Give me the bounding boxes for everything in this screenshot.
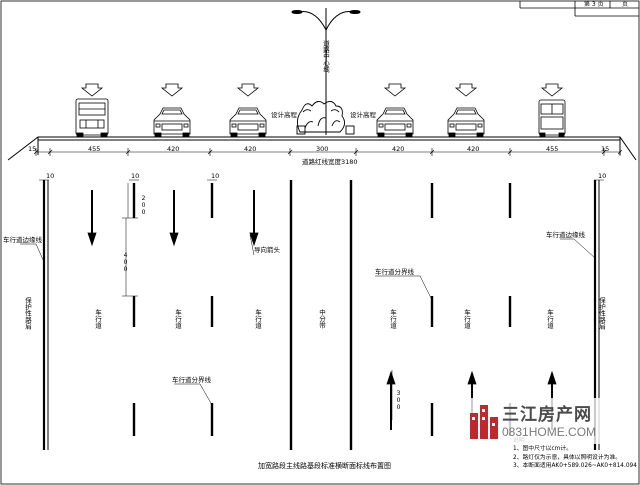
direction-arrow-icon [540,83,564,97]
dim-420-1: 420 [167,145,180,153]
direction-arrow-icon [236,83,260,97]
centerline-label: 道路中心线 [321,40,330,73]
dim-10-c: 10 [211,172,220,180]
dim-15-left: 15 [28,145,37,153]
total-width-label: 道路红线宽度3180 [302,158,358,166]
guide-arrow-label: 导向箭头 [254,246,280,254]
lane-label-3: 车行道 [253,309,262,329]
leader-edge-left [20,243,45,263]
watermark-logo-icon [470,405,498,439]
dim-420-4: 420 [467,145,480,153]
dim-455-right: 455 [546,145,559,153]
title-block-extra: 页 [622,1,629,8]
leader-edge-right [560,238,596,259]
bus-vehicle [538,99,566,138]
lane-divider-left-label: 车行道分界线 [172,376,211,384]
lane-label-2: 车行道 [173,309,182,329]
dimension-slash [507,149,513,155]
design-elevation-left: 设计高程 [271,111,297,119]
dim-10-b: 10 [131,172,140,180]
direction-indicators [80,83,564,97]
edge-line-left-label: 车行道边缘线 [3,236,42,244]
dim-400: 400 [122,252,129,273]
dimension-slash [125,149,131,155]
street-lamp [291,8,361,135]
watermark-url: 0831HOME.COM [502,425,597,439]
protect-strip-left: 保护性路肩 [23,297,32,330]
lane-label-6: 车行道 [545,309,554,329]
dimension-line [33,148,623,156]
dimension-slash [617,149,623,155]
dimension-slash [33,149,39,155]
lane-divider-right-label: 车行道分界线 [375,268,414,276]
note-2: 2、路灯仅为示意，具体以照明设计为准。 [513,454,622,461]
car-vehicle-1 [153,107,191,138]
lane-label-5: 车行道 [462,309,471,329]
dimension-slash [207,149,213,155]
direction-arrow-icon [454,83,478,97]
drawing-caption: 加宽路段主线路基段标准横断面标线布置图 [258,462,391,470]
median-shrubs [296,101,355,135]
lane-label-1: 车行道 [93,309,102,329]
down-arrow-icon-head [249,232,259,247]
leader-divider-right [375,275,433,301]
watermark-brand: 三江房产网 [502,405,592,425]
lane-label-4: 车行道 [388,309,397,329]
up-arrow-icon-head [386,370,396,385]
watermark: 三江房产网 0831HOME.COM [466,398,610,444]
dimension-slash [47,149,53,155]
dim-300-arrow: 300 [395,390,402,411]
design-elevation-right: 设计高程 [350,111,376,119]
road-cross-section [7,136,637,161]
car-vehicle-3 [376,107,414,138]
down-arrow-icon-head [87,232,97,247]
dim-10-a: 10 [46,172,55,180]
dim-420-2: 420 [244,145,257,153]
vehicles [75,98,566,138]
dimension-slash [287,149,293,155]
up-arrow-icon-head [467,370,477,385]
direction-arrow-icon [80,83,104,97]
note-3: 3、本断面适用AK0+589.026~AK0+814.094 [513,463,637,470]
protect-strip-right: 保护性路肩 [597,297,606,330]
dimension-slash [353,149,359,155]
car-vehicle-2 [229,107,267,138]
dim-15-right: 15 [601,145,610,153]
down-arrow-icon-head [169,232,179,247]
title-block [519,1,639,17]
dim-420-3: 420 [392,145,405,153]
page-number: 第 3 页 [584,1,604,8]
direction-arrow-icon [383,83,407,97]
dim-300: 300 [316,145,329,153]
dimension-slash [429,149,435,155]
median-label: 中分带 [317,309,326,329]
direction-arrow-icon [160,83,184,97]
dimension-slash [601,149,607,155]
dim-455-left: 455 [88,145,101,153]
car-vehicle-4 [447,107,485,138]
note-1: 1、图中尺寸以cm计。 [513,446,572,453]
up-arrow-icon-head [547,370,557,385]
edge-line-right-label: 车行道边缘线 [546,231,585,239]
dim-10-d: 10 [598,172,607,180]
dim-200: 200 [140,195,147,216]
truck-vehicle [75,98,109,138]
leader-divider-left [174,383,213,406]
leader-guide-arrow [249,234,255,256]
